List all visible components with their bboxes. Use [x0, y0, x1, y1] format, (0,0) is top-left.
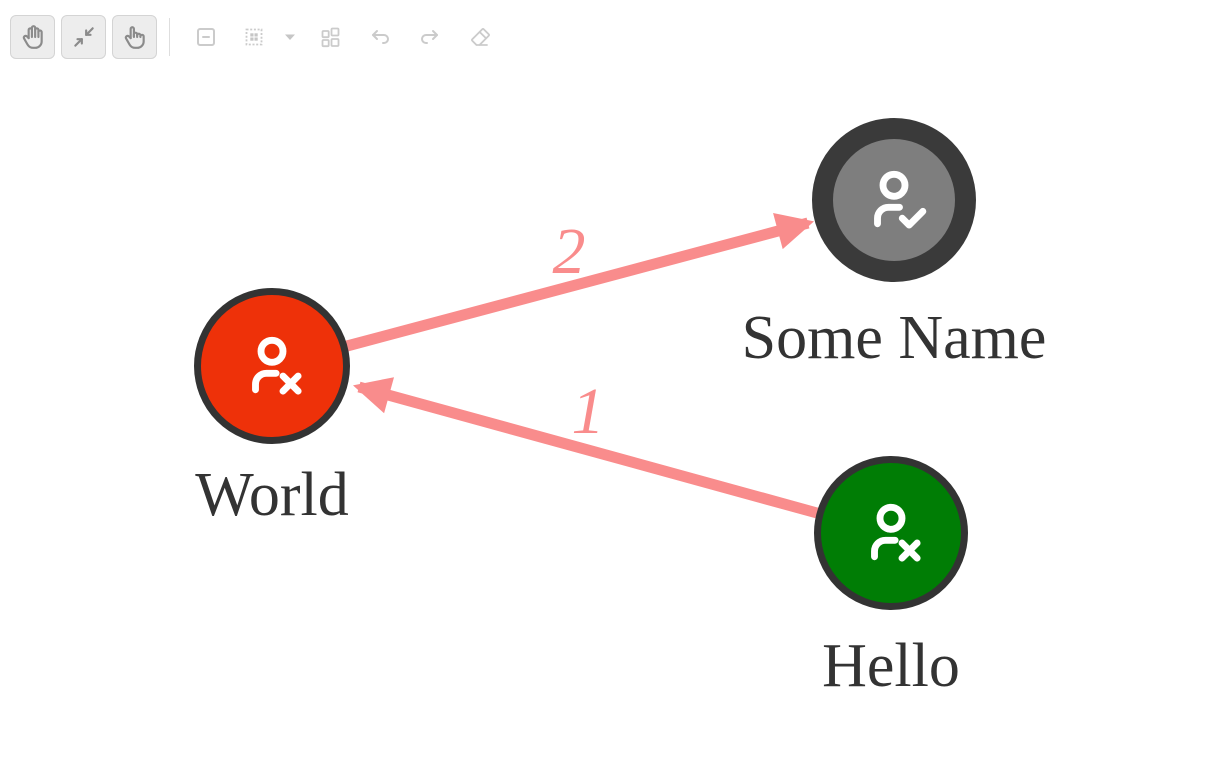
hand-pointer-icon	[124, 26, 145, 49]
node-hello: Hello	[814, 456, 968, 700]
square-minus-icon	[197, 28, 215, 46]
node-label-world: World	[195, 461, 348, 529]
edge-line-2[interactable]	[345, 212, 815, 352]
node-label-hello: Hello	[822, 632, 960, 700]
node-world: World	[194, 288, 350, 529]
redo-button[interactable]	[418, 25, 442, 49]
pan-tool-button[interactable]	[10, 15, 55, 59]
auto-layout-button[interactable]	[318, 25, 342, 49]
layout-grid-icon	[321, 27, 340, 48]
toolbar	[10, 15, 492, 59]
edge-label-2: 2	[553, 215, 586, 288]
zoom-out-button[interactable]	[194, 25, 218, 49]
edge-2: 2	[345, 212, 815, 352]
user-x-icon	[871, 503, 921, 562]
erase-button[interactable]	[468, 25, 492, 49]
toolbar-divider	[169, 18, 170, 56]
pointer-tool-button[interactable]	[112, 15, 157, 59]
fit-view-button[interactable]	[61, 15, 106, 59]
marquee-select-icon	[245, 28, 263, 46]
eraser-icon	[471, 28, 490, 46]
edge-line-1[interactable]	[352, 377, 819, 519]
hand-grab-icon	[22, 25, 43, 49]
node-circle-some-name[interactable]	[812, 118, 976, 282]
undo-arrow-icon	[372, 30, 389, 44]
edge-label-1: 1	[572, 375, 605, 448]
multi-select-dropdown-button[interactable]	[283, 30, 297, 44]
node-circle-hello[interactable]	[814, 456, 968, 610]
node-label-some-name: Some Name	[742, 304, 1047, 372]
multi-select-button[interactable]	[242, 25, 266, 49]
edge-1: 1	[352, 375, 819, 519]
redo-arrow-icon	[421, 30, 438, 44]
user-check-icon	[874, 170, 927, 229]
user-x-icon	[252, 336, 302, 395]
undo-button[interactable]	[368, 25, 392, 49]
node-circle-world[interactable]	[194, 288, 350, 444]
node-some-name: Some Name	[742, 118, 1047, 372]
caret-down-icon	[285, 34, 295, 40]
arrows-minimize-icon	[73, 27, 94, 47]
